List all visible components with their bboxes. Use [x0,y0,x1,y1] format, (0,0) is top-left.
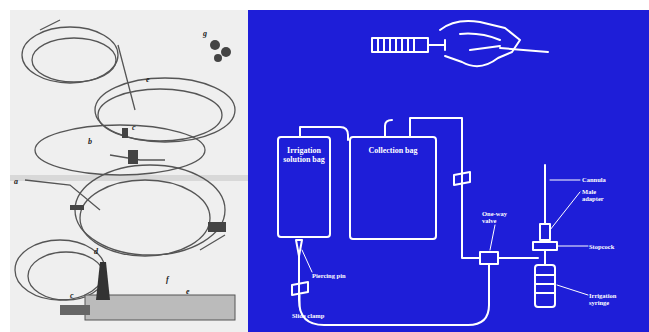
part-label: Stopcock [589,243,634,250]
callout-letter: d [94,248,106,255]
part-label: Cannula [582,176,622,183]
part-label: Piercing pin [312,272,352,279]
callout-letter: e [186,288,198,295]
bag-label: Irrigation solution bag [279,146,329,164]
bag-outline: Irrigation solution bag [277,136,331,238]
callout-letter: f [166,276,178,283]
set-drawing [292,21,588,325]
callout-letter: a [14,178,26,185]
bag-outline: Collection bag [349,136,437,240]
callout-letter: c [70,292,82,299]
callout-letter: b [88,138,100,145]
callout-letter: c [132,124,144,131]
part-label: Irrigation syringe [589,292,629,306]
bag-label: Collection bag [351,146,435,155]
part-label: Male adapter [582,188,612,202]
part-label: Slide clamp [292,312,332,319]
blue-panel [248,10,649,332]
photograph [10,10,248,332]
callout-letter: g [203,30,215,37]
callout-letter: e [146,76,158,83]
part-label: One-way valve [482,210,512,224]
